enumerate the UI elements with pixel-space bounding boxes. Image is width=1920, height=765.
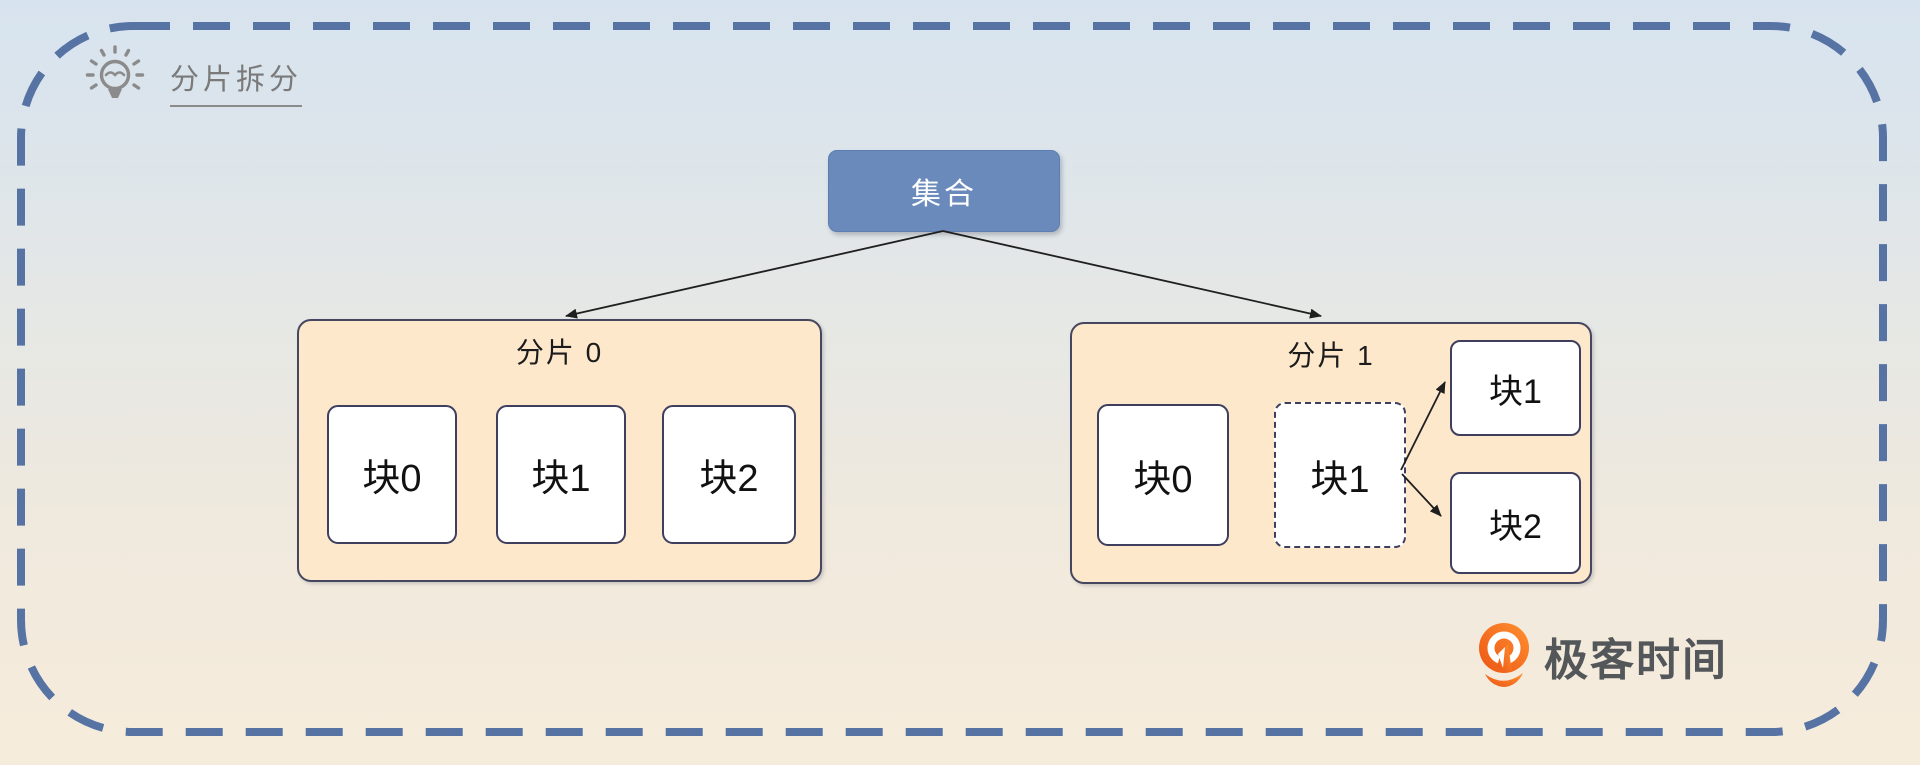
shard0-chunk0: 块0 bbox=[327, 405, 457, 544]
shard0-panel: 分片 0 块0 块1 块2 bbox=[297, 319, 822, 582]
geektime-logo-text: 极客时间 bbox=[1544, 636, 1728, 685]
shard0-chunk2: 块2 bbox=[662, 405, 796, 544]
header: 分片拆分 bbox=[84, 44, 303, 108]
chunk-label: 块1 bbox=[1310, 458, 1370, 501]
shard1-panel: 分片 1 块0 块1 块1 块2 bbox=[1070, 322, 1592, 584]
chunk-label: 块0 bbox=[1133, 458, 1193, 501]
geektime-logo-icon bbox=[1479, 623, 1529, 687]
arrow-collection-to-shard1 bbox=[942, 230, 1322, 319]
arrow-collection-to-shard0 bbox=[565, 230, 944, 319]
chunk-label: 块1 bbox=[1489, 372, 1542, 411]
shard1-splitting-chunk: 块1 bbox=[1274, 402, 1406, 548]
chunk-label: 块0 bbox=[362, 458, 422, 500]
lightbulb-icon bbox=[85, 45, 145, 98]
shard1-split-result-chunk1: 块1 bbox=[1450, 340, 1581, 436]
shard1-split-result-chunk2: 块2 bbox=[1450, 472, 1581, 574]
chunk-label: 块1 bbox=[531, 458, 591, 500]
shard1-chunk0: 块0 bbox=[1097, 404, 1229, 546]
chunk-label: 块2 bbox=[699, 458, 759, 500]
page-title: 分片拆分 bbox=[170, 56, 303, 107]
geektime-logo: 极客时间 bbox=[1478, 622, 1728, 694]
shard0-label: 分片 0 bbox=[515, 337, 604, 368]
collection-label: 集合 bbox=[911, 178, 977, 211]
chunk-label: 块2 bbox=[1489, 507, 1542, 546]
collection-node: 集合 bbox=[828, 150, 1060, 232]
shard0-chunk1: 块1 bbox=[496, 405, 626, 544]
